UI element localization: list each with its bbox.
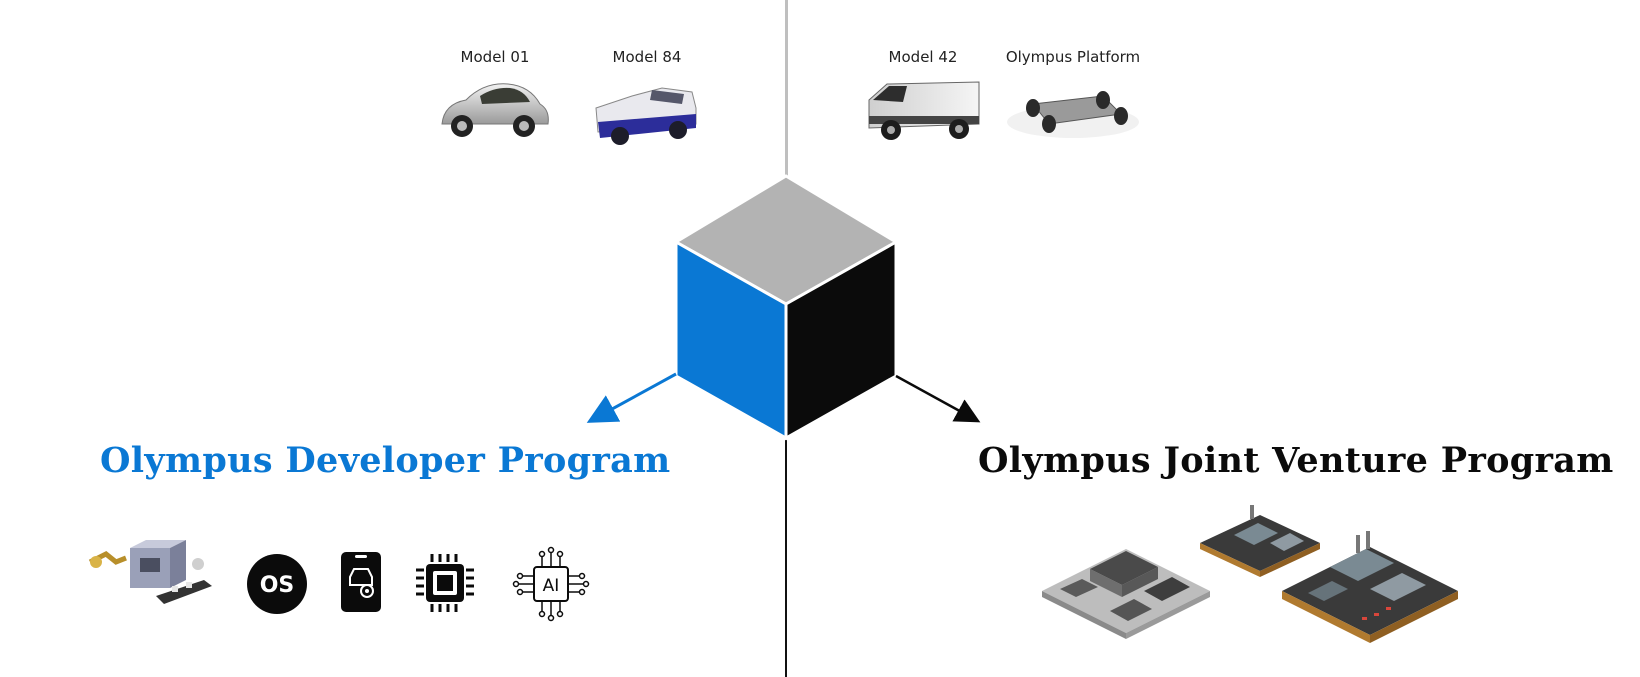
ai-circuit-icon: AI	[512, 546, 590, 622]
delivery-van-icon	[868, 81, 980, 140]
isometric-factory-complex-icon	[1042, 505, 1458, 643]
divider-bottom	[785, 438, 787, 677]
svg-text:AI: AI	[543, 576, 560, 596]
pickup-truck-icon	[595, 87, 697, 145]
vehicle-label: Model 01	[460, 48, 530, 66]
retro-coupe-car-icon	[441, 83, 549, 137]
vehicle-label: Model 84	[612, 48, 682, 66]
joint-venture-program-title: Olympus Joint Venture Program	[978, 440, 1614, 481]
chip-icon	[416, 554, 474, 612]
phone-car-settings-icon	[341, 552, 381, 612]
developer-program-title: Olympus Developer Program	[100, 440, 671, 481]
divider-top	[785, 0, 788, 176]
vehicle-model-42: Model 42	[858, 48, 988, 144]
vehicle-olympus-platform: Olympus Platform	[998, 48, 1148, 144]
vehicle-model-84: Model 84	[582, 48, 712, 150]
arrow-to-developer	[586, 372, 677, 423]
vehicle-model-01: Model 01	[430, 48, 560, 144]
vehicle-label: Model 42	[888, 48, 958, 66]
vehicle-label: Olympus Platform	[1005, 48, 1141, 66]
central-cube-diagram	[586, 174, 981, 441]
skateboard-chassis-icon	[1007, 91, 1139, 138]
factory-assembly-line-icon	[88, 540, 212, 604]
arrow-to-joint-venture	[895, 374, 981, 423]
svg-text:OS: OS	[260, 573, 295, 598]
os-icon: OS	[247, 554, 307, 614]
